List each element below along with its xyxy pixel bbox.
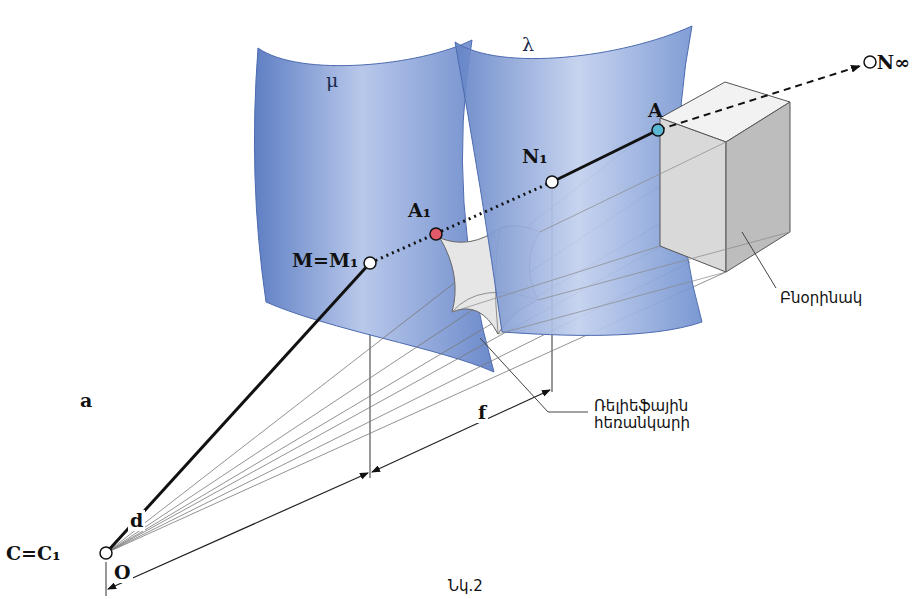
figure-caption: Նկ.2 [448,578,483,595]
point-label: A₁ [408,200,431,221]
point-label: N∞ [877,52,910,73]
point-label: M=M₁ [292,250,358,271]
part-name: Բնօրինակ [780,290,862,307]
point-label: f [476,402,488,423]
point-label: N₁ [522,146,548,167]
part-name: Ռելիեֆային հեռանկարի [594,398,704,431]
point-label: d [128,510,145,531]
point-label: O [112,562,133,583]
point-label: a [78,390,94,411]
point-label: μ [326,70,338,91]
point-label: λ [522,34,534,55]
point-label: A [648,100,663,121]
point-label: C=C₁ [6,543,61,564]
